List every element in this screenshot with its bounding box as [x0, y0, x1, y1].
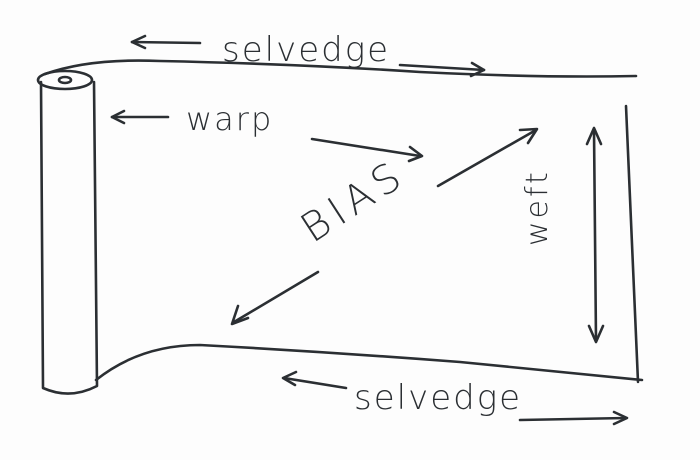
- selvedge-bottom-label: selvedge: [354, 378, 523, 418]
- selvedge-top-label: selvedge: [222, 30, 391, 70]
- weft-label: weft: [520, 169, 555, 246]
- selvedge-bottom-left-arrow: [281, 370, 348, 390]
- weft-arrow: [585, 126, 605, 344]
- bias-upper-arrow: [436, 127, 539, 188]
- warp-right-arrow: [310, 137, 424, 163]
- fabric-bottom-edge: [94, 343, 644, 382]
- selvedge-bottom-right-arrow: [518, 410, 629, 426]
- warp-label: warp: [186, 100, 274, 138]
- roll-core: [57, 75, 73, 85]
- fabric-roll: [36, 69, 99, 395]
- fabric-right-edge: [624, 104, 640, 384]
- fabric-top-edge: [43, 59, 638, 78]
- selvedge-top-right-arrow: [398, 61, 486, 78]
- warp-left-arrow: [110, 109, 170, 125]
- bias-lower-arrow: [230, 270, 320, 326]
- roll-body: [39, 80, 99, 395]
- roll-top-ellipse: [36, 69, 94, 91]
- selvedge-top-left-arrow: [130, 34, 202, 50]
